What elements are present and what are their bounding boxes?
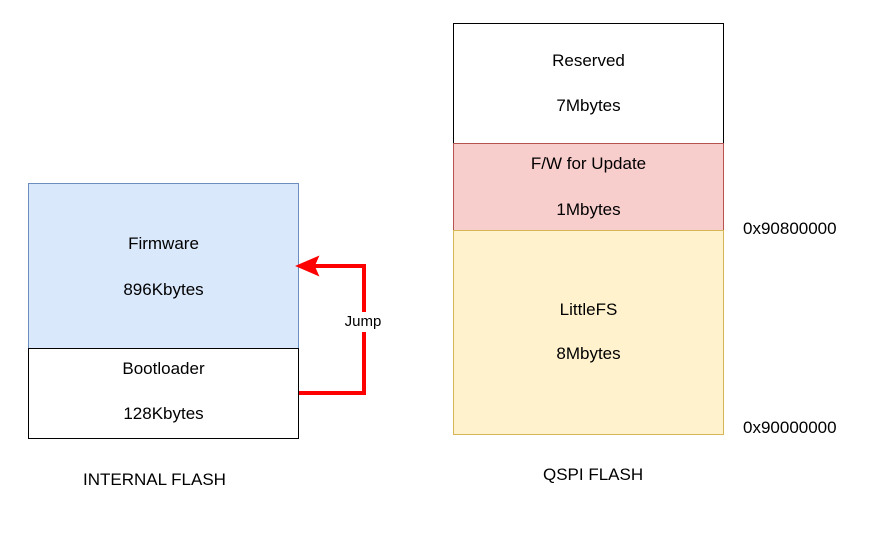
reserved-name: Reserved (552, 51, 625, 70)
qspi-flash-caption: QSPI FLASH (543, 465, 644, 484)
jump-arrowhead-icon (295, 255, 320, 277)
bootloader-block: Bootloader 128Kbytes (28, 348, 299, 439)
littlefs-name: LittleFS (559, 300, 618, 319)
littlefs-size: 8Mbytes (556, 344, 621, 363)
firmware-name: Firmware (128, 234, 199, 253)
address-top-label: 0x90800000 (743, 219, 837, 238)
address-bottom-label: 0x90000000 (743, 418, 837, 437)
bootloader-size: 128Kbytes (123, 404, 204, 423)
firmware-size: 896Kbytes (123, 280, 204, 299)
firmware-block: Firmware 896Kbytes (28, 183, 299, 349)
jump-label: Jump (336, 312, 390, 332)
internal-flash-caption: INTERNAL FLASH (83, 470, 226, 489)
reserved-size: 7Mbytes (556, 96, 621, 115)
fw-update-block: F/W for Update 1Mbytes (453, 143, 724, 231)
bootloader-name: Bootloader (122, 359, 205, 378)
fw-update-name: F/W for Update (530, 154, 647, 173)
littlefs-block: LittleFS 8Mbytes (453, 230, 724, 435)
fw-update-size: 1Mbytes (556, 200, 621, 219)
reserved-block: Reserved 7Mbytes (453, 23, 724, 144)
